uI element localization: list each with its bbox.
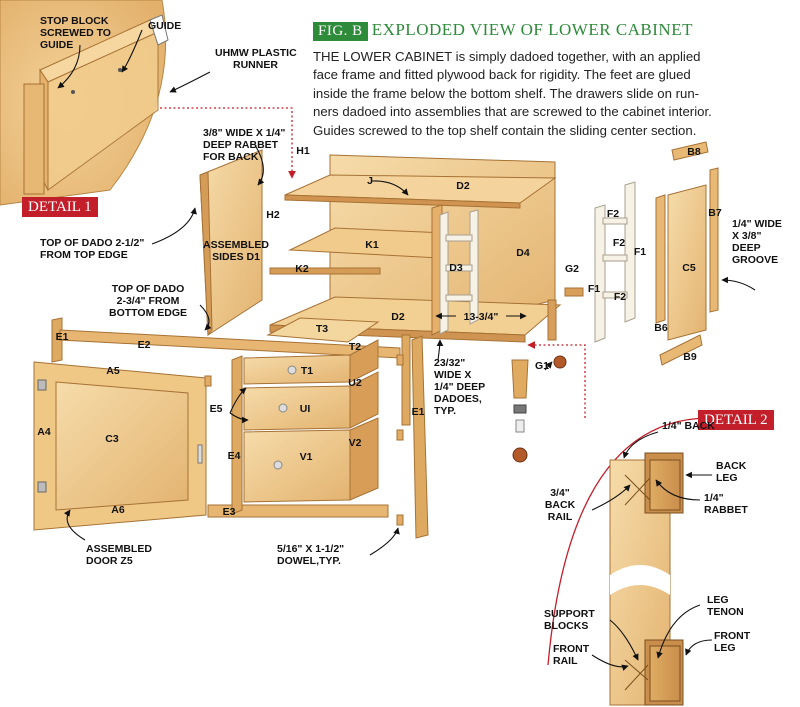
part-label-f1: F1 xyxy=(633,246,647,258)
intro-line: THE LOWER CABINET is simply dadoed toget… xyxy=(313,49,701,64)
side-panel-d1 xyxy=(199,149,263,337)
detail1-zoom xyxy=(0,0,169,206)
caster-foot-assembly xyxy=(511,355,567,463)
part-label-f1: F1 xyxy=(587,283,601,295)
dowel-callout: 5/16" X 1-1/2"DOWEL,TYP. xyxy=(277,543,345,567)
drawer-stack xyxy=(243,317,380,503)
part-label-k2: K2 xyxy=(295,263,309,275)
dowels xyxy=(204,354,404,526)
figure-heading: EXPLODED VIEW OF LOWER CABINET xyxy=(371,20,693,39)
intro-line: face frame and fitted plywood back for r… xyxy=(313,67,691,83)
figure-tag: FIG. B xyxy=(313,22,368,41)
part-label-e1: E1 xyxy=(411,406,425,418)
runner-assembly-f xyxy=(594,181,636,343)
part-label-c5: C5 xyxy=(682,262,696,274)
detail2-pointer-line xyxy=(527,341,586,418)
part-label-ui: UI xyxy=(299,403,311,415)
intro-line: Guides screwed to the top shelf contain … xyxy=(313,122,697,138)
door-z5 xyxy=(33,361,207,531)
detail1-pointer-line xyxy=(160,107,296,179)
part-label-e4: E4 xyxy=(227,450,241,462)
part-label-e3: E3 xyxy=(222,506,236,518)
part-label-e1: E1 xyxy=(55,331,69,343)
part-label-g2: G2 xyxy=(564,263,580,275)
part-label-f2: F2 xyxy=(613,291,627,303)
part-label-t2: T2 xyxy=(348,341,362,353)
part-label-b8: B8 xyxy=(687,146,701,158)
leader-lines xyxy=(57,29,756,671)
rabbet-quarter-callout: 1/4"RABBET xyxy=(704,492,748,516)
part-label-h1: H1 xyxy=(296,145,310,157)
part-label-e2: E2 xyxy=(137,339,151,351)
part-label-d4: D4 xyxy=(516,247,530,259)
face-frame-e xyxy=(51,317,429,539)
part-label-b7: B7 xyxy=(708,207,722,219)
detail2-arc xyxy=(547,417,709,666)
back-quarter-callout: 1/4" BACK xyxy=(662,420,715,432)
part-label-a6: A6 xyxy=(111,504,125,516)
intro-line: ners dadoed into assemblies that are scr… xyxy=(313,104,712,120)
carcase xyxy=(269,154,584,426)
part-label-u2: U2 xyxy=(348,377,362,389)
part-label-c3: C3 xyxy=(105,433,119,445)
top-dado-top-callout: TOP OF DADO 2-1/2"FROM TOP EDGE xyxy=(40,237,145,261)
part-label-f2: F2 xyxy=(612,237,626,249)
part-label-b6: B6 xyxy=(654,322,668,334)
width-dimension: 13-3/4" xyxy=(463,311,499,323)
part-label-h2: H2 xyxy=(266,209,280,221)
detail2-tag: DETAIL 2 xyxy=(698,410,774,430)
part-label-t3: T3 xyxy=(315,323,329,335)
intro-paragraph: THE LOWER CABINET is simply dadoed toget… xyxy=(313,48,713,140)
part-label-v1: V1 xyxy=(299,451,313,463)
part-label-a5: A5 xyxy=(106,365,120,377)
detail1-tag: DETAIL 1 xyxy=(22,197,98,217)
door-frame-parts xyxy=(655,141,719,366)
part-label-d3: D3 xyxy=(449,262,463,274)
intro-line: inside the frame below the bottom shelf.… xyxy=(313,85,700,101)
part-label-j: J xyxy=(367,175,373,187)
detail2-drawing xyxy=(609,452,684,706)
part-label-g1: G1 xyxy=(534,360,550,372)
guide-callout: GUIDE xyxy=(148,20,182,32)
part-label-e5: E5 xyxy=(209,403,223,415)
part-label-t1: T1 xyxy=(300,365,314,377)
part-label-b9: B9 xyxy=(683,351,697,363)
part-label-d2-top: D2 xyxy=(456,180,470,192)
part-label-k1: K1 xyxy=(365,239,379,251)
part-label-a4: A4 xyxy=(37,426,51,438)
part-label-f2: F2 xyxy=(606,208,620,220)
part-label-v2: V2 xyxy=(348,437,362,449)
part-label-d2-bottom: D2 xyxy=(391,311,405,323)
